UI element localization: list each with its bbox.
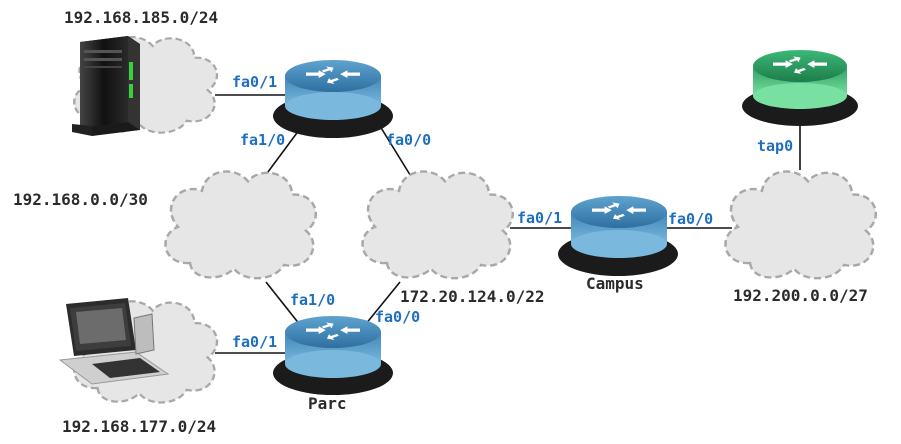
router-label-parc: Parc [308, 394, 347, 413]
interface-label: tap0 [757, 137, 793, 155]
cloud-center [361, 170, 515, 280]
network-label-top-left: 192.168.185.0/24 [64, 8, 218, 27]
router-parc[interactable] [273, 316, 393, 395]
cloud-right [724, 170, 878, 280]
link-cloud-center-parc [364, 281, 401, 326]
router-label-campus: Campus [586, 274, 644, 293]
router-top[interactable] [273, 60, 393, 138]
network-label-center: 172.20.124.0/22 [400, 287, 545, 306]
interface-label: fa0/0 [668, 210, 713, 228]
interface-label: fa1/0 [240, 131, 285, 149]
network-label-middle-left: 192.168.0.0/30 [13, 190, 148, 209]
interface-label: fa0/0 [375, 308, 420, 326]
interface-label: fa0/1 [232, 333, 277, 351]
interface-label: fa1/0 [290, 291, 335, 309]
laptop-icon[interactable] [58, 298, 170, 385]
router-external[interactable] [742, 50, 858, 126]
network-label-bottom-left: 192.168.177.0/24 [62, 417, 216, 436]
interface-label: fa0/1 [517, 209, 562, 227]
interface-label: fa0/1 [232, 73, 277, 91]
cloud-middle-left [164, 170, 318, 280]
router-campus[interactable] [558, 196, 678, 276]
network-label-right: 192.200.0.0/27 [733, 286, 868, 305]
server-tower-icon[interactable] [72, 36, 140, 136]
interface-label: fa0/0 [386, 131, 431, 149]
